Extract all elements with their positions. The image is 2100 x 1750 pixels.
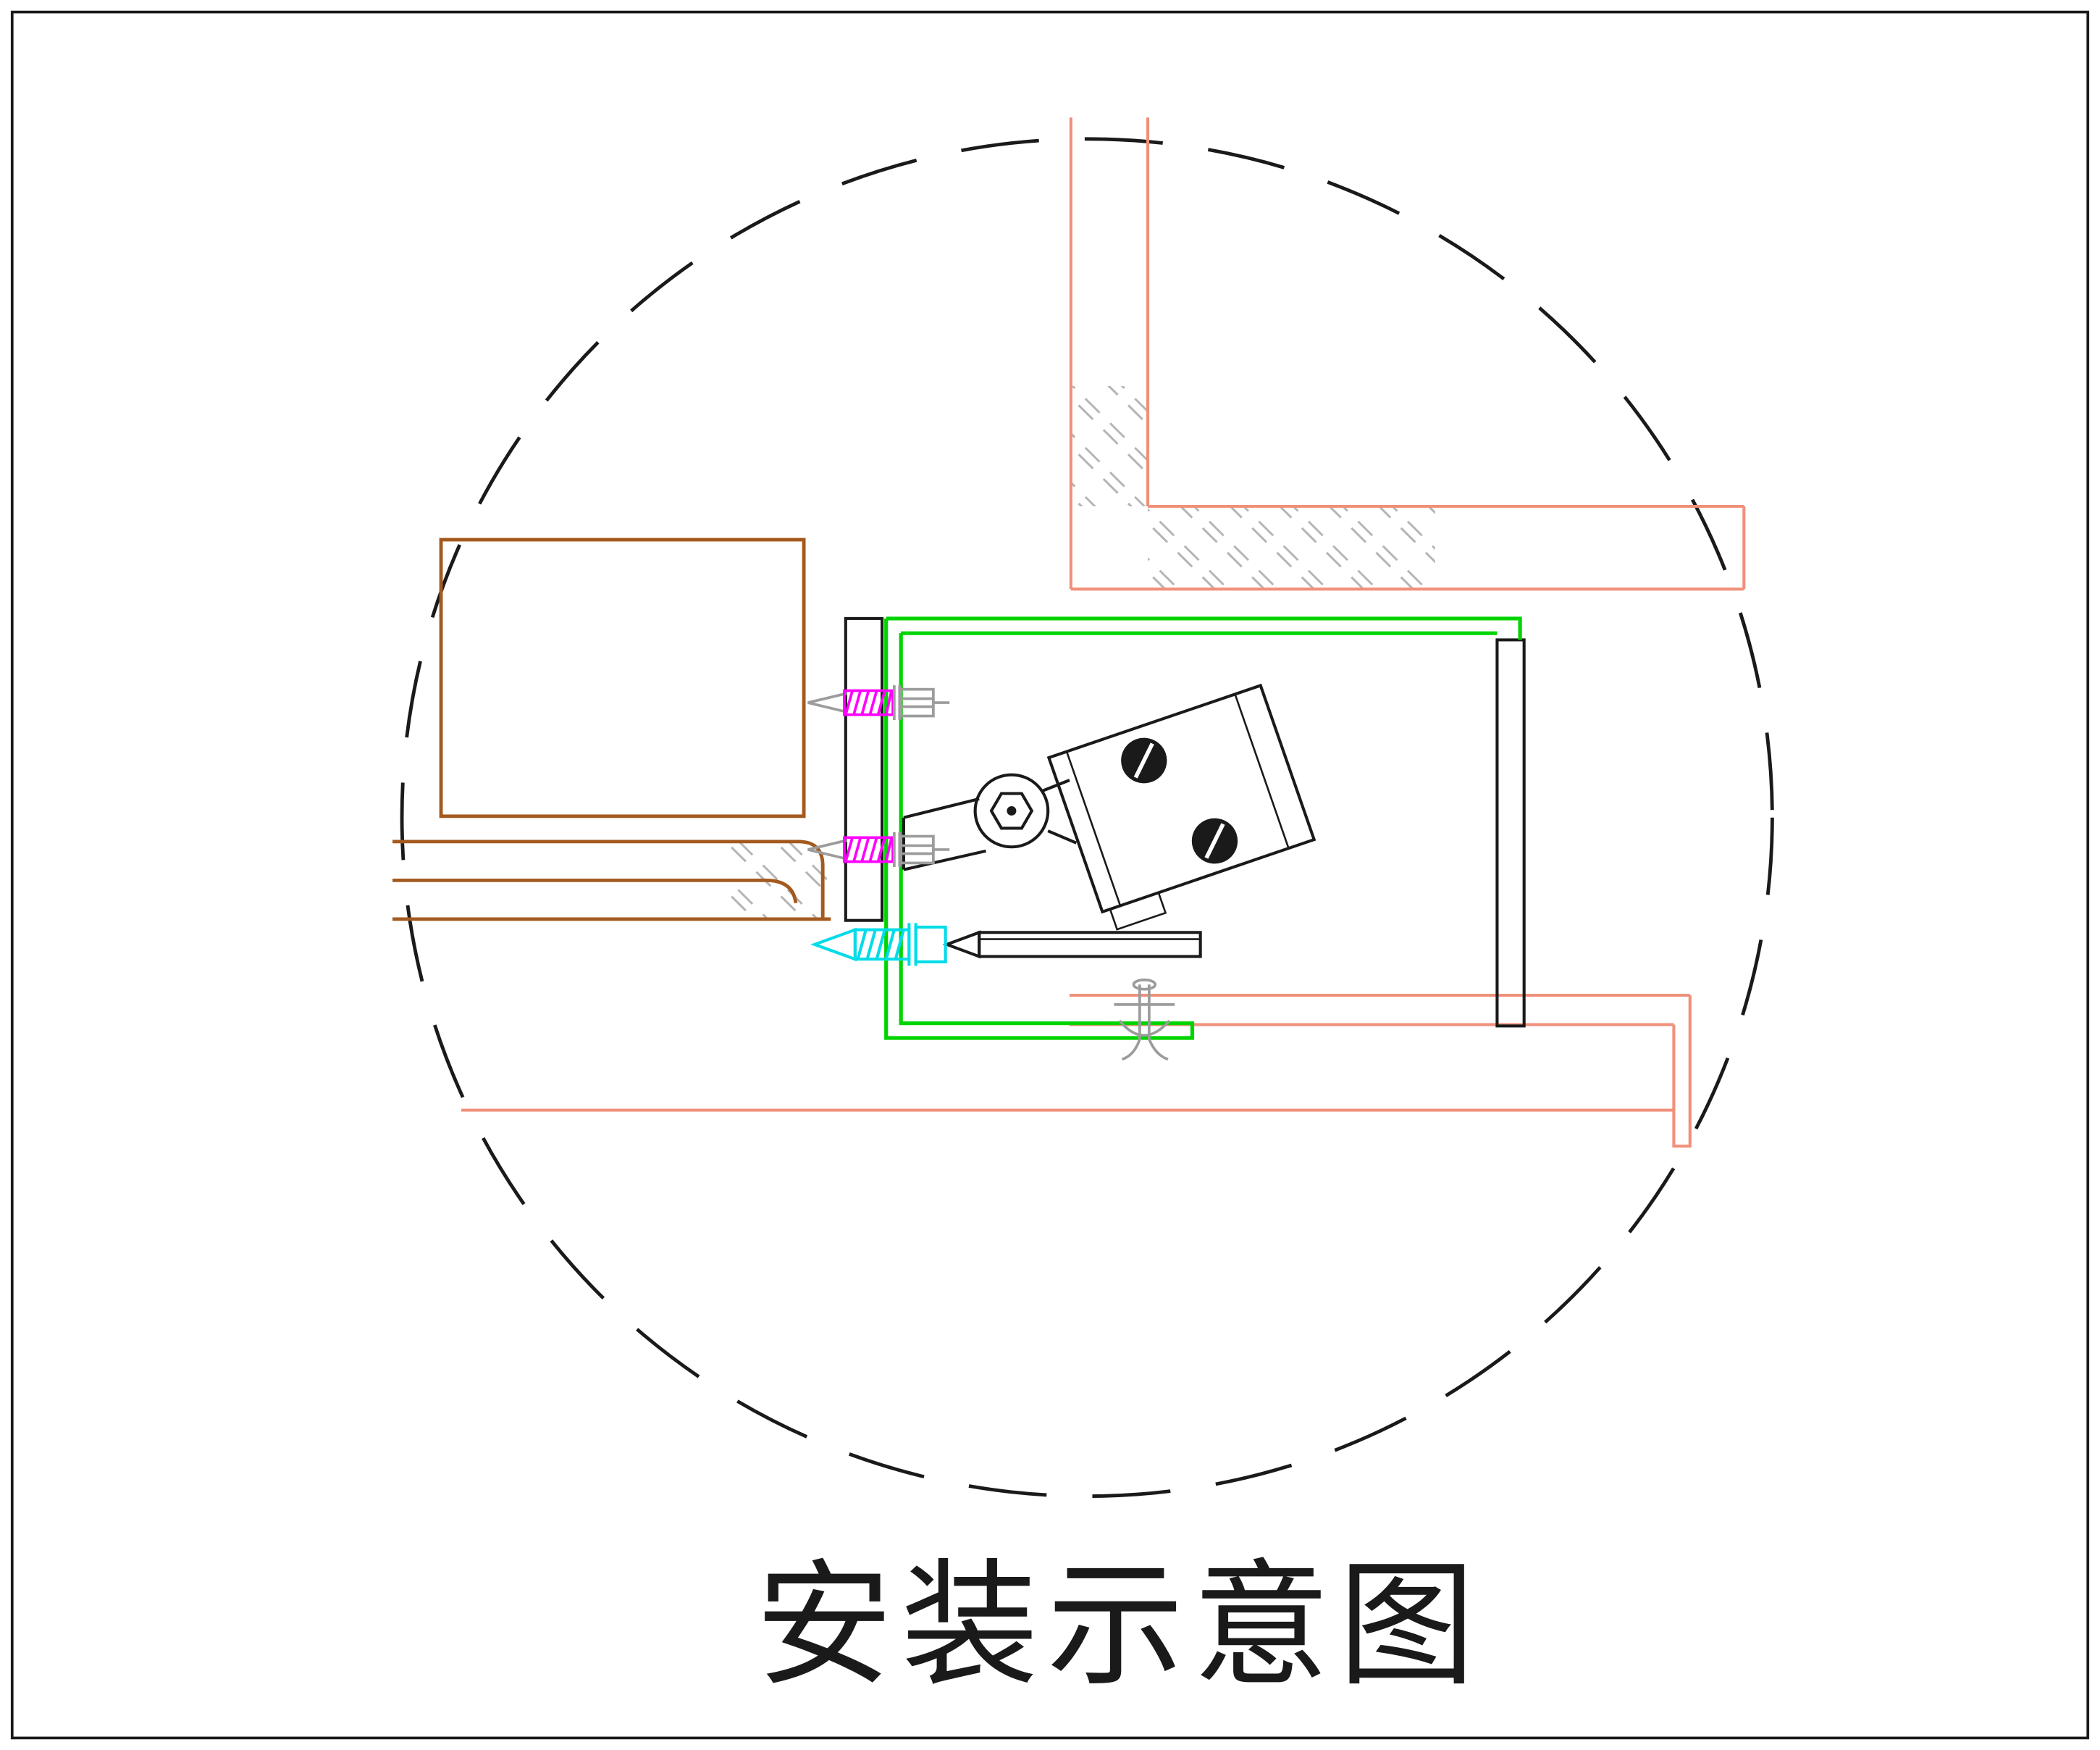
- mullion-hatch-left: [844, 616, 884, 922]
- spotlight-tab: [1109, 891, 1167, 931]
- ceiling-panel-lower: [461, 993, 1692, 1148]
- anchor-screw-top: [806, 684, 952, 721]
- pivot-joint: [973, 773, 1050, 849]
- self-tapping-screw: [810, 923, 947, 966]
- diagram-title: 安装示意图: [755, 1552, 1484, 1702]
- detail-boundary-circle: [400, 137, 1774, 1498]
- pivot-arm: [902, 779, 1078, 871]
- spotlight-body: [1046, 683, 1316, 931]
- toggle-anchor: [1114, 978, 1175, 1061]
- mounting-pin: [942, 930, 1202, 959]
- frame-panel: [439, 537, 806, 819]
- wall-hatch-horizontal: [1148, 506, 1435, 590]
- frame-profile: [392, 537, 831, 921]
- wall-section-upper: [1069, 117, 1746, 591]
- wall-hatch-vertical: [1070, 385, 1148, 506]
- mullion-hatch-right: [1495, 638, 1526, 1028]
- border-frame: [10, 10, 2090, 1740]
- anchor-screw-middle: [806, 831, 952, 868]
